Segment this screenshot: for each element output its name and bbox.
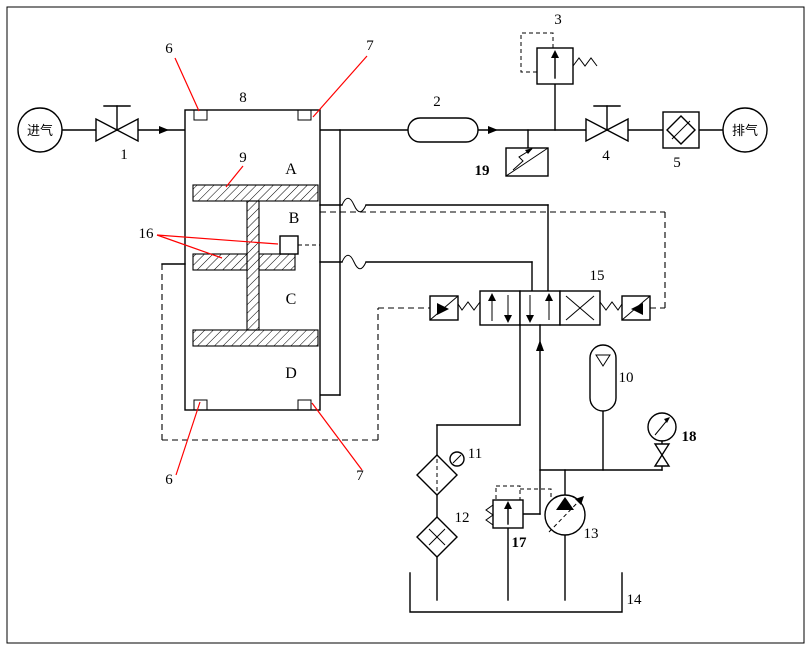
ref-label-1: 1 — [120, 147, 128, 163]
pump-13: 13 — [544, 494, 599, 542]
chamber-b-label: B — [289, 210, 300, 227]
pilot-triangle-icon — [631, 303, 643, 315]
valve-position-left — [479, 290, 521, 326]
ref-label-11: 11 — [468, 446, 482, 462]
relief-valve-3: 3 — [520, 12, 598, 131]
tank-14: 14 — [409, 572, 643, 613]
ref-label-4: 4 — [602, 148, 610, 164]
ref-label-8: 8 — [239, 90, 247, 106]
ref-label-18: 18 — [682, 429, 697, 445]
hydraulic-lines — [436, 324, 663, 601]
leader-lines — [156, 55, 368, 476]
end-seal-bottom-left — [193, 399, 208, 411]
ref-label-15: 15 — [590, 268, 605, 284]
ref-label-16: 16 — [139, 226, 155, 242]
flow-arrow-icon — [536, 340, 544, 351]
flow-arrow-icon — [159, 126, 169, 134]
ref-label-2: 2 — [433, 94, 441, 110]
outlet-label: 排气 — [732, 123, 758, 139]
muffler-2: 2 — [407, 94, 479, 143]
piston-rod — [246, 200, 260, 331]
relief-valve-17: 17 — [485, 485, 552, 551]
ref-label-12: 12 — [455, 510, 470, 526]
frame-border — [6, 6, 805, 644]
end-seal-top-left — [193, 109, 208, 121]
ref-label-5: 5 — [673, 155, 681, 171]
pilot-lines-dashed — [161, 211, 666, 441]
pilot-triangle-icon — [437, 303, 449, 315]
flow-arrow-icon — [488, 126, 498, 134]
accumulator-10: 10 — [589, 344, 634, 412]
end-seal-top-right — [297, 109, 312, 121]
chamber-c-label: C — [286, 291, 297, 308]
spring-icon — [485, 504, 494, 526]
piston-9 — [192, 184, 319, 202]
inlet-port: 进气 — [17, 107, 63, 153]
piston-lower — [192, 329, 319, 347]
pilot-section — [495, 485, 521, 501]
ref-label-13: 13 — [584, 526, 599, 542]
pilot-line — [520, 488, 552, 497]
sensor-diagonal — [505, 147, 549, 177]
ref-label-6-top: 6 — [165, 41, 173, 57]
callout-labels: 6 7 6 7 9 16 — [139, 38, 375, 488]
spring-icon — [599, 301, 623, 311]
main-gas-line — [61, 126, 724, 396]
hose-symbol — [341, 197, 367, 213]
spring-icon — [572, 57, 598, 67]
ref-label-7-top: 7 — [366, 38, 374, 54]
ref-label-10: 10 — [619, 370, 634, 386]
hose-symbol — [341, 254, 367, 270]
pressure-gauge-18: 18 — [647, 412, 697, 467]
ref-label-19: 19 — [475, 163, 490, 179]
cylinder-block-8: A B C D 8 — [184, 90, 321, 411]
chamber-a-label: A — [285, 161, 297, 178]
ref-label-3: 3 — [554, 12, 562, 28]
spring-icon — [457, 301, 481, 311]
partition-right — [258, 253, 296, 271]
ref-label-17: 17 — [512, 535, 528, 551]
check-valve-5: 5 — [662, 111, 700, 171]
variable-arrow — [548, 497, 583, 533]
ref-label-6-bottom: 6 — [165, 472, 173, 488]
gas-triangle-icon — [595, 354, 611, 367]
pump-triangle-icon — [556, 497, 574, 510]
outlet-port: 排气 — [722, 107, 768, 153]
ref-label-9: 9 — [239, 150, 247, 166]
filter-11: 11 — [416, 446, 482, 496]
ref-label-14: 14 — [627, 592, 643, 608]
rod-seal-16 — [279, 235, 299, 255]
valve-arrow-icon — [504, 501, 512, 509]
chamber-d-label: D — [285, 365, 297, 382]
signal-arrow-icon — [512, 148, 533, 171]
pilot-line — [520, 32, 554, 73]
cylinder-to-valve-lines — [319, 197, 549, 292]
inlet-label: 进气 — [27, 123, 53, 139]
end-seal-bottom-right — [297, 399, 312, 411]
needle-valve-icon — [653, 443, 671, 457]
pressure-sensor-19: 19 — [475, 129, 549, 179]
partition-left — [192, 253, 248, 271]
valve-position-center — [519, 290, 561, 326]
directional-valve-15: 15 — [429, 268, 651, 326]
shutoff-valve-1: 1 — [95, 105, 139, 163]
shutoff-valve-4: 4 — [585, 105, 629, 164]
valve-arrow-icon — [551, 50, 559, 58]
ref-label-7-bottom: 7 — [356, 468, 364, 484]
filter-12: 12 — [416, 510, 470, 558]
